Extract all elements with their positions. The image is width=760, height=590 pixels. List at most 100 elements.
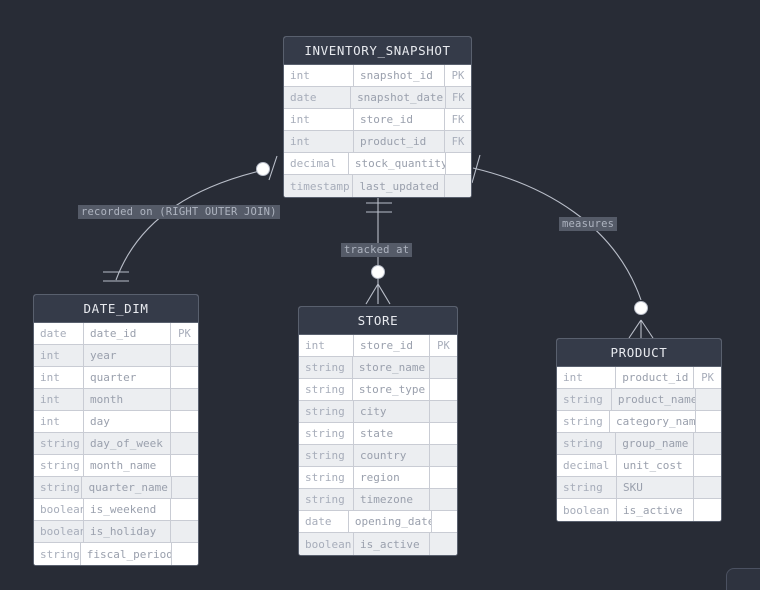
entity-product[interactable]: PRODUCT int product_id PK string product… bbox=[556, 338, 722, 522]
attribute-key bbox=[444, 175, 471, 197]
table-row[interactable]: boolean is_weekend bbox=[34, 499, 198, 521]
table-row[interactable]: int store_id FK bbox=[284, 109, 471, 131]
attribute-type: date bbox=[284, 87, 352, 108]
attribute-name: last_updated bbox=[359, 179, 439, 193]
table-row[interactable]: int month bbox=[34, 389, 198, 411]
attribute-key bbox=[694, 389, 721, 410]
attribute-key bbox=[170, 345, 198, 366]
attribute-type: int bbox=[34, 389, 84, 410]
attribute-name: month bbox=[90, 393, 124, 406]
table-row[interactable]: date date_id PK bbox=[34, 323, 198, 345]
attribute-type: string bbox=[557, 433, 617, 454]
table-row[interactable]: string quarter_name bbox=[34, 477, 198, 499]
table-row[interactable]: decimal stock_quantity bbox=[284, 153, 471, 175]
attribute-key bbox=[429, 401, 457, 422]
entity-title-date-dim: DATE_DIM bbox=[34, 295, 198, 323]
attribute-name: country bbox=[360, 449, 407, 462]
attribute-key bbox=[429, 379, 457, 400]
entity-attribute-list: int store_id PK string store_name string… bbox=[299, 335, 457, 555]
table-row[interactable]: boolean is_active bbox=[557, 499, 721, 521]
attribute-name: store_name bbox=[358, 361, 426, 374]
entity-inventory-snapshot[interactable]: INVENTORY_SNAPSHOT int snapshot_id PK da… bbox=[283, 36, 472, 198]
table-row[interactable]: int product_id FK bbox=[284, 131, 471, 153]
attribute-type: string bbox=[557, 477, 617, 498]
attribute-name: city bbox=[360, 405, 387, 418]
attribute-key bbox=[171, 543, 198, 565]
attribute-name: state bbox=[360, 427, 394, 440]
table-row[interactable]: int snapshot_id PK bbox=[284, 65, 471, 87]
edge-measures bbox=[472, 167, 642, 301]
entity-title-inventory-snapshot: INVENTORY_SNAPSHOT bbox=[284, 37, 471, 65]
attribute-name: product_name bbox=[617, 393, 695, 406]
table-row[interactable]: boolean is_active bbox=[299, 533, 457, 555]
attribute-type: int bbox=[34, 345, 84, 366]
table-row[interactable]: string category_name bbox=[557, 411, 721, 433]
attribute-type: date bbox=[34, 323, 84, 344]
attribute-key: FK bbox=[444, 87, 471, 108]
attribute-name: region bbox=[360, 471, 400, 484]
table-row[interactable]: string day_of_week bbox=[34, 433, 198, 455]
table-row[interactable]: string region bbox=[299, 467, 457, 489]
table-row[interactable]: int quarter bbox=[34, 367, 198, 389]
table-row[interactable]: string store_name bbox=[299, 357, 457, 379]
attribute-name: SKU bbox=[623, 481, 643, 494]
entity-date-dim[interactable]: DATE_DIM date date_id PK int year int qu… bbox=[33, 294, 199, 566]
attribute-type: int bbox=[284, 65, 354, 86]
table-row[interactable]: decimal unit_cost bbox=[557, 455, 721, 477]
attribute-type: int bbox=[34, 411, 84, 432]
table-row[interactable]: int day bbox=[34, 411, 198, 433]
attribute-name: snapshot_id bbox=[360, 69, 433, 82]
table-row[interactable]: boolean is_holiday bbox=[34, 521, 198, 543]
attribute-type: string bbox=[34, 477, 83, 498]
attribute-name: is_holiday bbox=[90, 525, 157, 538]
table-row[interactable]: timestamp last_updated bbox=[284, 175, 471, 197]
table-row[interactable]: string group_name bbox=[557, 433, 721, 455]
attribute-type: date bbox=[299, 511, 349, 532]
table-row[interactable]: string product_name bbox=[557, 389, 721, 411]
attribute-type: string bbox=[557, 411, 610, 432]
attribute-key bbox=[445, 153, 471, 174]
entity-store[interactable]: STORE int store_id PK string store_name … bbox=[298, 306, 458, 556]
attribute-type: boolean bbox=[34, 521, 84, 542]
table-row[interactable]: string city bbox=[299, 401, 457, 423]
attribute-name: is_weekend bbox=[90, 503, 157, 516]
attribute-name: group_name bbox=[622, 437, 689, 450]
attribute-type: int bbox=[34, 367, 84, 388]
table-row[interactable]: string timezone bbox=[299, 489, 457, 511]
marker-zero-inv-date bbox=[256, 162, 270, 176]
attribute-type: boolean bbox=[557, 499, 617, 521]
table-row[interactable]: string month_name bbox=[34, 455, 198, 477]
table-row[interactable]: string store_type bbox=[299, 379, 457, 401]
table-row[interactable]: int year bbox=[34, 345, 198, 367]
corner-control-widget[interactable] bbox=[726, 568, 760, 590]
table-row[interactable]: date opening_date bbox=[299, 511, 457, 533]
marker-exactly-one-date bbox=[103, 271, 129, 282]
table-row[interactable]: int store_id PK bbox=[299, 335, 457, 357]
attribute-type: string bbox=[34, 433, 84, 454]
table-row[interactable]: string country bbox=[299, 445, 457, 467]
attribute-name: year bbox=[90, 349, 117, 362]
table-row[interactable]: date snapshot_date FK bbox=[284, 87, 471, 109]
attribute-name: quarter bbox=[90, 371, 137, 384]
attribute-type: string bbox=[34, 455, 84, 476]
attribute-name: is_active bbox=[623, 503, 683, 517]
attribute-key bbox=[170, 521, 198, 542]
attribute-type: decimal bbox=[557, 455, 617, 476]
attribute-key bbox=[693, 455, 721, 476]
attribute-key: FK bbox=[444, 109, 471, 130]
relationship-label-tracked-at: tracked at bbox=[341, 243, 413, 257]
attribute-key bbox=[429, 533, 457, 555]
attribute-key bbox=[695, 411, 721, 432]
attribute-key: PK bbox=[693, 367, 721, 388]
attribute-key: PK bbox=[444, 65, 471, 86]
table-row[interactable]: string fiscal_period bbox=[34, 543, 198, 565]
attribute-name: unit_cost bbox=[623, 459, 683, 472]
attribute-name: timezone bbox=[360, 493, 413, 506]
table-row[interactable]: int product_id PK bbox=[557, 367, 721, 389]
table-row[interactable]: string state bbox=[299, 423, 457, 445]
attribute-type: int bbox=[557, 367, 617, 388]
table-row[interactable]: string SKU bbox=[557, 477, 721, 499]
attribute-type: timestamp bbox=[284, 175, 354, 197]
attribute-name: store_id bbox=[360, 339, 413, 352]
